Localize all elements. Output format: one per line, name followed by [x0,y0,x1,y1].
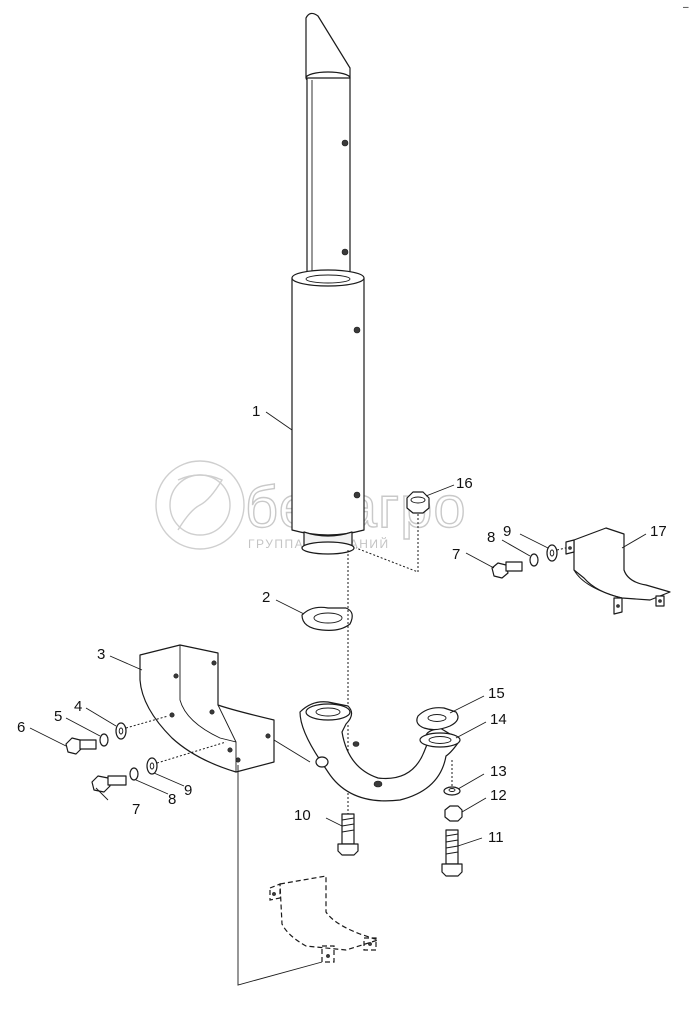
callout-4: 4 [74,698,82,715]
callout-8-right: 8 [487,529,495,546]
part-15-gasket [416,707,459,731]
callout-11: 11 [488,829,504,846]
part-13-washer [443,786,461,796]
callout-16: 16 [456,475,473,492]
callout-14: 14 [490,711,507,728]
part-6-bolt-left-upper [65,737,97,755]
callout-13: 13 [490,763,507,780]
watermark-logo-icon [155,460,245,550]
callout-1: 1 [252,403,260,420]
part-8-lock-washer-left [129,767,139,781]
part-8-lock-washer-right [529,553,539,567]
part-2-gasket [301,606,353,631]
part-5-lock-washer [99,733,109,747]
part-1-muffler [291,12,365,555]
callout-8-left: 8 [168,791,176,808]
callout-5: 5 [54,708,62,725]
callout-7-right: 7 [452,546,460,563]
part-16-nut [406,491,430,514]
lower-bracket-dashed [269,875,380,963]
callout-3: 3 [97,646,105,663]
part-4-washer [115,722,127,740]
callout-6: 6 [17,719,25,736]
part-14-exhaust-pipe [299,701,461,802]
callout-17: 17 [650,523,667,540]
callout-labels: 1 2 3 4 5 6 7 8 9 7 8 9 10 11 12 13 14 1… [17,403,667,846]
part-9-washer-right [546,544,558,562]
part-9-washer-left [146,757,158,775]
callout-12: 12 [490,787,507,804]
part-12-nut [444,805,463,822]
callout-2: 2 [262,589,270,606]
callout-9-right: 9 [503,523,511,540]
callout-15: 15 [488,685,505,702]
leader-lines [29,411,647,847]
part-3-guard [139,644,275,773]
part-17-bracket [565,527,671,615]
part-10-bolt [337,813,359,856]
callout-7-left: 7 [132,801,140,818]
corner-mark: – [683,2,689,13]
callout-10: 10 [294,807,311,824]
part-7-bolt-right [491,561,523,579]
part-11-bolt [441,829,463,877]
callout-9-left: 9 [184,782,192,799]
